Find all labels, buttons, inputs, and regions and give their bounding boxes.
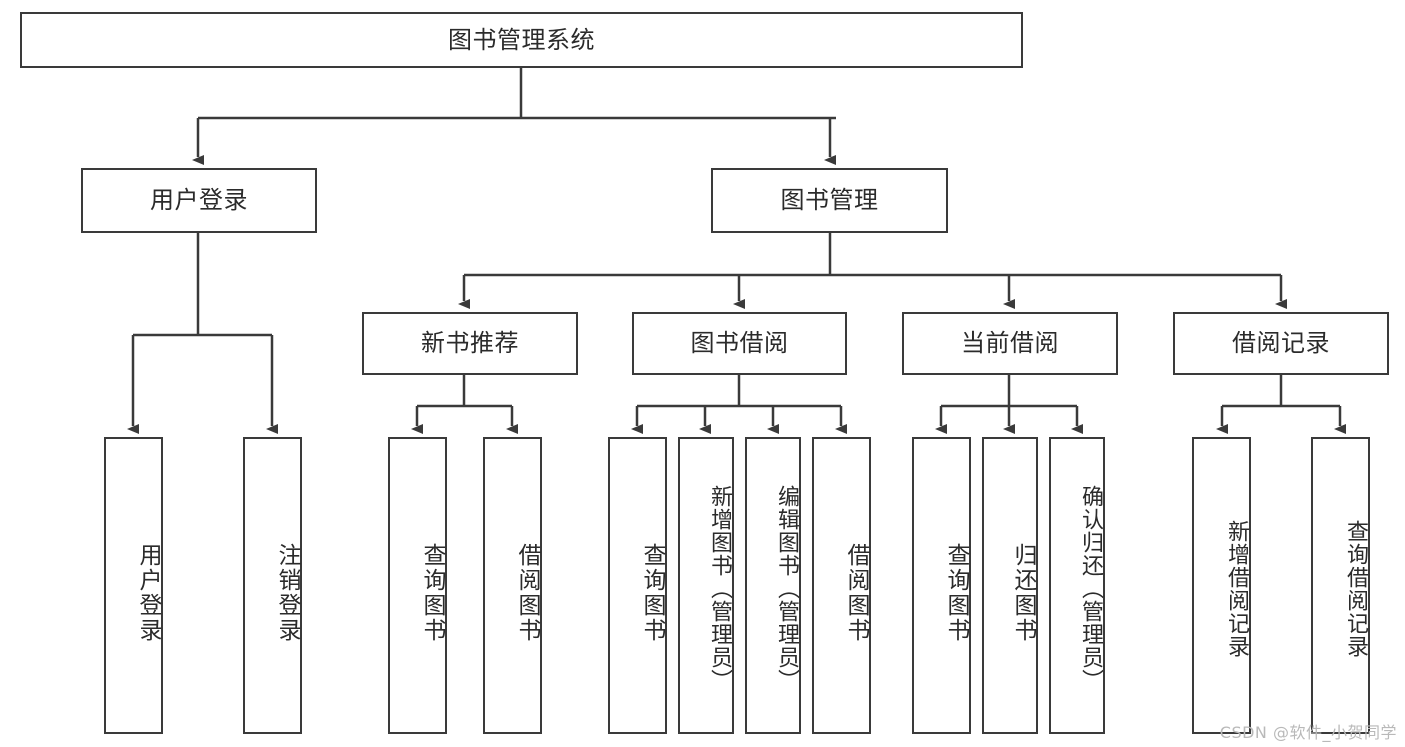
leaf-edit-book-label: 编辑图书（管理员） <box>774 485 799 692</box>
leaf-add-book-label: 新增图书（管理员） <box>707 485 732 692</box>
leaf-confirm-return[interactable]: 确认归还（管理员） <box>1049 437 1105 734</box>
leaf-add-book[interactable]: 新增图书（管理员） <box>678 437 734 734</box>
leaf-query-book-1-label: 查询图书 <box>419 542 445 643</box>
csdn-watermark: CSDN @软件_小贺同学 <box>1219 723 1397 742</box>
leaf-query-book-3[interactable]: 查询图书 <box>912 437 971 734</box>
leaf-borrow-book-1[interactable]: 借阅图书 <box>483 437 542 734</box>
leaf-add-record[interactable]: 新增借阅记录 <box>1192 437 1251 734</box>
leaf-query-book-2[interactable]: 查询图书 <box>608 437 667 734</box>
node-book-borrow[interactable]: 图书借阅 <box>632 312 847 375</box>
node-book-manage-label: 图书管理 <box>780 186 879 215</box>
node-current-borrow-label: 当前借阅 <box>961 329 1059 358</box>
leaf-borrow-book-1-label: 借阅图书 <box>514 542 540 643</box>
leaf-query-book-3-label: 查询图书 <box>943 542 969 643</box>
leaf-user-login-label: 用户登录 <box>135 542 161 643</box>
leaf-edit-book[interactable]: 编辑图书（管理员） <box>745 437 801 734</box>
node-new-book-rec-label: 新书推荐 <box>421 329 519 358</box>
leaf-borrow-book-2-label: 借阅图书 <box>843 542 869 643</box>
node-user-login[interactable]: 用户登录 <box>81 168 317 233</box>
leaf-return-book[interactable]: 归还图书 <box>982 437 1038 734</box>
node-user-login-label: 用户登录 <box>150 186 248 215</box>
leaf-query-book-1[interactable]: 查询图书 <box>388 437 447 734</box>
node-borrow-record[interactable]: 借阅记录 <box>1173 312 1389 375</box>
node-root[interactable]: 图书管理系统 <box>20 12 1023 68</box>
leaf-logout[interactable]: 注销登录 <box>243 437 302 734</box>
leaf-query-record[interactable]: 查询借阅记录 <box>1311 437 1370 734</box>
node-borrow-record-label: 借阅记录 <box>1232 329 1330 358</box>
leaf-user-login[interactable]: 用户登录 <box>104 437 163 734</box>
leaf-confirm-return-label: 确认归还（管理员） <box>1078 485 1103 692</box>
node-current-borrow[interactable]: 当前借阅 <box>902 312 1118 375</box>
node-book-borrow-label: 图书借阅 <box>690 329 789 358</box>
node-book-manage[interactable]: 图书管理 <box>711 168 948 233</box>
leaf-borrow-book-2[interactable]: 借阅图书 <box>812 437 871 734</box>
leaf-logout-label: 注销登录 <box>274 542 300 643</box>
node-root-label: 图书管理系统 <box>448 25 595 54</box>
node-new-book-rec[interactable]: 新书推荐 <box>362 312 578 375</box>
leaf-add-record-label: 新增借阅记录 <box>1224 519 1249 658</box>
leaf-query-record-label: 查询借阅记录 <box>1343 519 1368 658</box>
leaf-return-book-label: 归还图书 <box>1010 542 1036 643</box>
leaf-query-book-2-label: 查询图书 <box>639 542 665 643</box>
